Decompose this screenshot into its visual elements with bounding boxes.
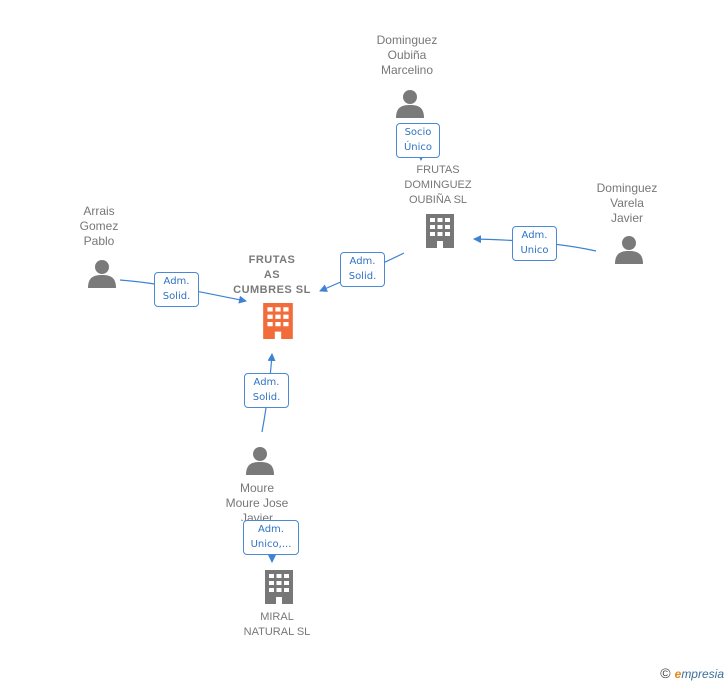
person-icon <box>88 260 116 288</box>
edge-label-adm-solid-moure[interactable]: Adm. Solid. <box>244 373 289 408</box>
node-label-frutas-as-cumbres[interactable]: FRUTAS AS CUMBRES SL <box>233 254 311 296</box>
copyright-symbol: © <box>660 665 671 681</box>
node-label-frutas-dominguez[interactable]: FRUTAS DOMINGUEZ OUBIÑA SL <box>404 164 472 206</box>
empresia-logo: ©empresia <box>660 665 724 681</box>
person-icon <box>615 236 643 264</box>
edge-label-adm-unico[interactable]: Adm. Unico <box>512 226 557 261</box>
edge-label-adm-unico-miral[interactable]: Adm. Unico,... <box>243 520 299 555</box>
building-icon <box>265 570 293 604</box>
edge-label-socio-unico[interactable]: Socio Único <box>396 123 440 158</box>
building-icon <box>426 214 454 248</box>
person-icon <box>246 447 274 475</box>
person-icon <box>396 90 424 118</box>
node-label-dominguez-varela[interactable]: Dominguez Varela Javier <box>596 181 658 225</box>
node-label-dominguez-oubina[interactable]: Dominguez Oubiña Marcelino <box>376 33 438 77</box>
building-icon <box>263 303 293 339</box>
node-label-arrais-gomez[interactable]: Arrais Gomez Pablo <box>79 204 119 248</box>
edge-label-adm-solid-dominguez[interactable]: Adm. Solid. <box>340 252 385 287</box>
node-label-miral-natural[interactable]: MIRAL NATURAL SL <box>243 611 311 638</box>
edge-label-adm-solid-arrais[interactable]: Adm. Solid. <box>154 272 199 307</box>
node-label-moure-moure[interactable]: Moure Moure Jose Javier <box>225 481 289 521</box>
